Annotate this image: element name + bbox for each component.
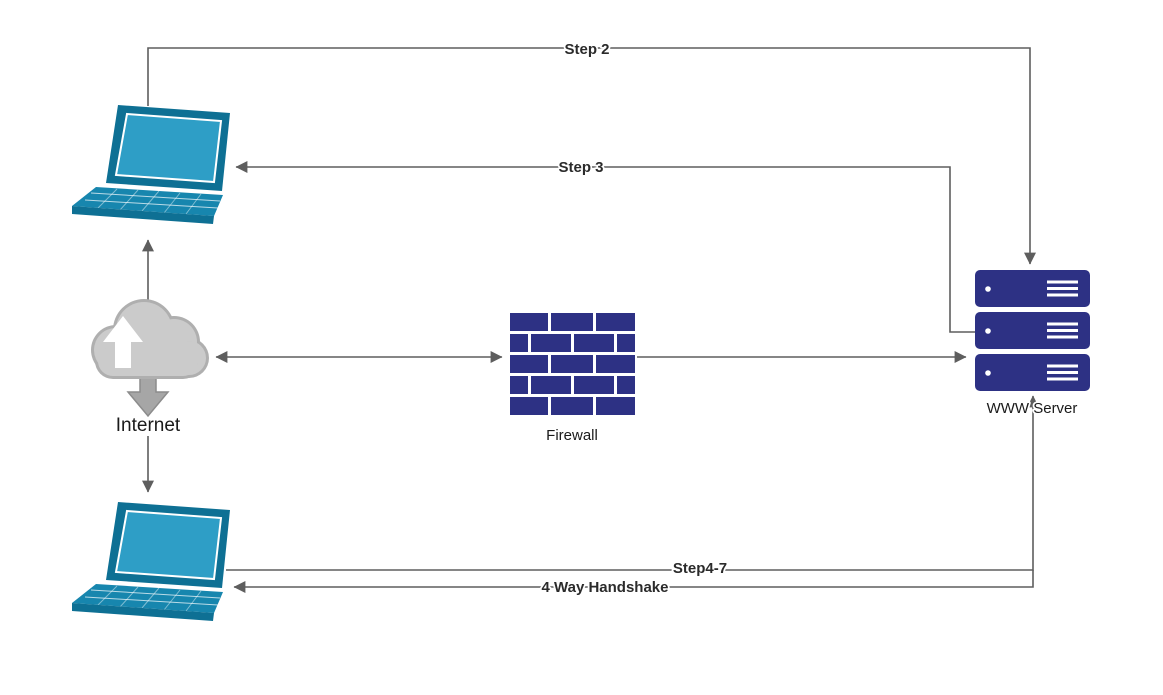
internet-label: Internet bbox=[116, 415, 181, 436]
edge-label-handshake: 4 Way Handshake bbox=[542, 579, 669, 596]
edges-layer bbox=[142, 47, 1039, 593]
edge-label-step3: Step 3 bbox=[558, 159, 603, 176]
server-icon bbox=[975, 270, 1090, 391]
server-unit bbox=[975, 312, 1090, 349]
edge-label-step2: Step 2 bbox=[564, 41, 609, 58]
internet-cloud-icon bbox=[91, 299, 209, 418]
server-unit bbox=[975, 354, 1090, 391]
edge-label-step4-7: Step4-7 bbox=[673, 560, 727, 577]
firewall-icon bbox=[510, 313, 635, 415]
edge-step3 bbox=[235, 161, 975, 333]
edge-step2 bbox=[147, 47, 1036, 265]
www-server-label: WWW Server bbox=[987, 400, 1078, 417]
edge-handshake bbox=[233, 570, 1034, 593]
server-unit bbox=[975, 270, 1090, 307]
up-arrow-icon bbox=[103, 316, 143, 368]
laptop-top-icon bbox=[71, 104, 231, 225]
edge-step4-7 bbox=[226, 395, 1039, 571]
laptop-bottom-icon bbox=[71, 501, 231, 622]
down-arrow-icon bbox=[126, 373, 170, 418]
firewall-label: Firewall bbox=[546, 427, 598, 444]
